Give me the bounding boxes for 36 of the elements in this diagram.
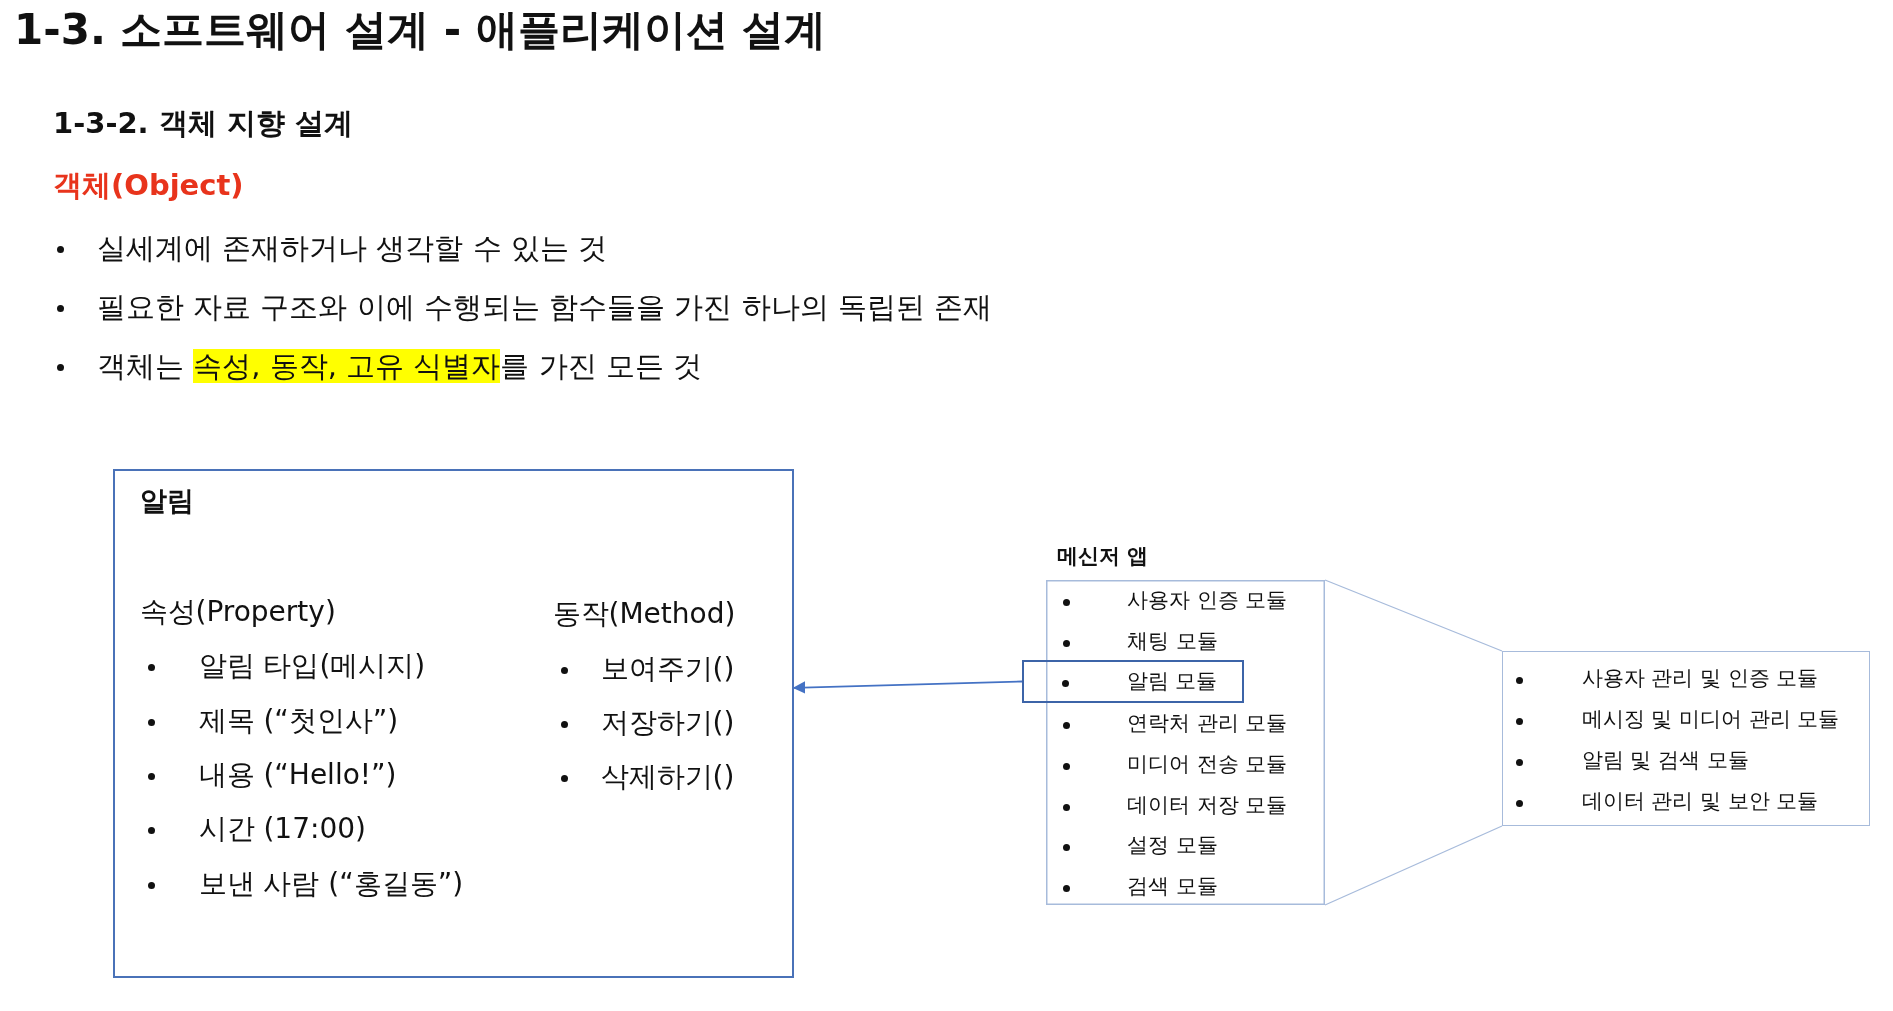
- list-item-text: 시간 (17:00): [198, 810, 366, 847]
- slide-title: 1-3. 소프트웨어 설계 - 애플리케이션 설계: [14, 4, 827, 56]
- connector-line: [1324, 825, 1503, 906]
- connector-line: [1324, 579, 1503, 652]
- list-item-text: 제목 (“첫인사”): [198, 702, 399, 739]
- list-item-text: 내용 (“Hello!”): [198, 756, 397, 793]
- list-item-text: 삭제하기(): [600, 758, 735, 795]
- highlight-box: [1022, 660, 1244, 703]
- list-item-text: 알림 모듈: [1126, 667, 1218, 695]
- list-item-text: 저장하기(): [600, 704, 735, 741]
- list-item-text: 채팅 모듈: [1127, 628, 1218, 655]
- list-item-text: 알림 및 검색 모듈: [1581, 746, 1749, 774]
- bullet-text: 객체는 속성, 동작, 고유 식별자를 가진 모든 것: [97, 348, 702, 385]
- box-heading: 알림: [139, 483, 194, 518]
- arrow: [792, 680, 1023, 694]
- list-item-text: 사용자 인증 모듈: [1127, 587, 1288, 614]
- list-item-text: 검색 모듈: [1127, 873, 1218, 900]
- bullet-text: 실세계에 존재하거나 생각할 수 있는 것: [97, 230, 608, 267]
- list-item-text: 데이터 저장 모듈: [1127, 792, 1288, 819]
- list-item-text: 보여주기(): [600, 650, 735, 687]
- list-item-text: 연락처 관리 모듈: [1127, 710, 1288, 737]
- section-heading: 1-3-2. 객체 지향 설계: [53, 105, 353, 142]
- list-item-text: 설정 모듈: [1127, 832, 1218, 859]
- group-heading: 동작(Method): [552, 595, 736, 632]
- list-item-text: 사용자 관리 및 인증 모듈: [1581, 664, 1819, 692]
- list-item-text: 메시징 및 미디어 관리 모듈: [1581, 705, 1840, 733]
- merged-module-box: [1502, 651, 1870, 826]
- list-item-text: 알림 타입(메시지): [198, 647, 426, 684]
- term-heading: 객체(Object): [53, 167, 244, 204]
- list-heading: 메신저 앱: [1057, 543, 1149, 570]
- bullet-text: 필요한 자료 구조와 이에 수행되는 함수들을 가진 하나의 독립된 존재: [97, 289, 992, 326]
- group-heading: 속성(Property): [139, 593, 336, 630]
- list-item-text: 미디어 전송 모듈: [1127, 751, 1288, 778]
- list-item-text: 보낸 사람 (“홍길동”): [198, 865, 464, 902]
- list-item-text: 데이터 관리 및 보안 모듈: [1581, 787, 1819, 815]
- object-box: [113, 469, 794, 978]
